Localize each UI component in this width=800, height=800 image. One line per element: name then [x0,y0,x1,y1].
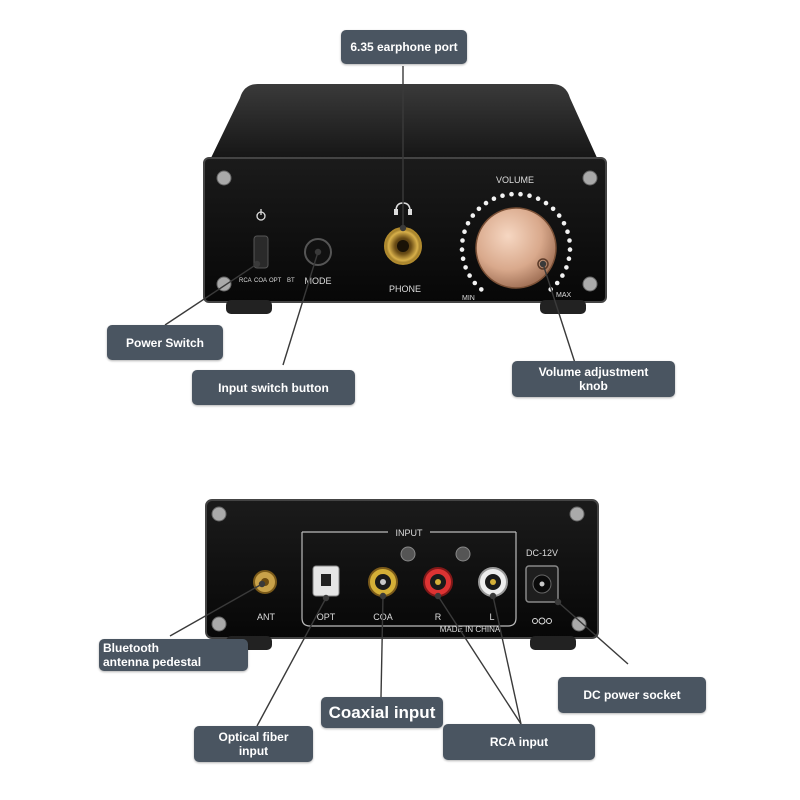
volume-led-dot [567,238,572,243]
opt-label: OPT [317,612,336,622]
volume-led-dot [463,265,468,270]
callout-dc-socket: DC power socket [558,677,706,713]
input-label-bt: BT [287,278,295,284]
volume-led-ring [459,191,573,292]
phone-label: PHONE [389,284,421,294]
l-label: L [489,612,494,622]
max-label: MAX [556,292,572,299]
callout-bluetooth: Bluetooth antenna pedestal [99,639,248,671]
min-label: MIN [462,295,475,302]
made-in-label: MADE IN CHINA [440,625,501,634]
volume-led-dot [467,273,472,278]
volume-led-dot [564,265,569,270]
volume-led-dot [535,196,541,201]
volume-led-dot [561,221,567,226]
callout-volume-knob: Volume adjustment knob [512,361,675,397]
power-switch-toggle[interactable] [253,235,269,269]
rear-unit: INPUT ANT OPT COA R L MADE IN CHINA DC-1… [205,499,599,650]
volume-led-dot [470,213,476,218]
front-unit: RCA COA OPT BT MODE PHONE VOLUME MIN MAX [203,84,607,314]
polarity-icon [532,617,552,625]
input-label: INPUT [396,528,424,538]
input-label-opt: OPT [269,278,282,284]
input-label-coa: COA [254,278,267,284]
volume-led-dot [556,213,562,218]
callout-earphone-port: 6.35 earphone port [341,30,467,64]
leader-lines [164,66,629,727]
power-icon [256,209,266,221]
volume-led-dot [483,200,489,206]
volume-led-dot [460,256,466,262]
volume-led-dot [543,200,549,206]
volume-led-dot [500,193,505,198]
callout-power-switch: Power Switch [107,325,223,360]
volume-led-dot [527,193,532,198]
volume-led-dot [472,280,478,286]
r-label: R [435,612,442,622]
volume-led-dot [476,206,482,212]
volume-label: VOLUME [496,175,534,185]
volume-led-dot [554,280,560,286]
volume-led-dot [465,221,471,226]
volume-led-dot [550,206,556,212]
volume-led-dot [462,229,467,234]
volume-led-dot [560,273,565,278]
volume-led-dot [566,256,572,262]
volume-led-dot [479,287,484,292]
volume-led-dot [567,247,573,252]
mode-label: MODE [305,276,332,286]
callout-optical: Optical fiber input [194,726,313,762]
volume-led-dot [565,229,570,234]
callout-coaxial: Coaxial input [321,697,443,728]
ant-label: ANT [257,612,276,622]
volume-led-dot [460,238,465,243]
dc-label: DC-12V [526,548,558,558]
volume-knob[interactable] [475,207,557,289]
callout-rca: RCA input [443,724,595,760]
volume-led-dot [509,191,514,197]
volume-led-dot [491,196,497,201]
callout-input-switch: Input switch button [192,370,355,405]
volume-led-dot [459,247,465,252]
input-label-rca: RCA [239,278,252,284]
volume-led-dot [518,191,523,197]
